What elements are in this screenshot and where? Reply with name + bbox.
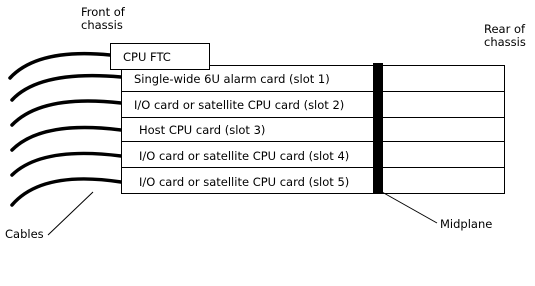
slot-2-label: I/O card or satellite CPU card (slot 2) [134, 98, 344, 112]
front-label-line2: chassis [81, 18, 123, 32]
rear-label-line1: Rear of [484, 22, 526, 36]
rear-label-line2: chassis [484, 35, 526, 49]
slot-3-label: Host CPU card (slot 3) [139, 123, 265, 137]
cables-leader-line [47, 191, 94, 236]
cable-slot-5 [10, 177, 123, 207]
cpu-ftc-box [110, 43, 210, 70]
cables-label: Cables [5, 227, 44, 241]
midplane-bar [373, 63, 383, 194]
cable-slot-3 [10, 125, 123, 152]
cable-slot-1 [10, 73, 123, 102]
slot-5-label: I/O card or satellite CPU card (slot 5) [139, 175, 349, 189]
cpu-ftc-label: CPU FTC [123, 50, 171, 64]
cables [8, 51, 123, 207]
slot-3-card [121, 117, 374, 142]
cable-cpu-ftc [8, 51, 112, 80]
cable-slot-4 [10, 151, 123, 177]
slot-4-label: I/O card or satellite CPU card (slot 4) [139, 149, 349, 163]
front-label-line1: Front of [81, 5, 126, 19]
slot-1-label: Single-wide 6U alarm card (slot 1) [134, 72, 330, 86]
midplane-label: Midplane [440, 217, 492, 231]
cable-slot-2 [10, 99, 123, 127]
slot-rows [121, 65, 505, 194]
slot-4-card [121, 141, 374, 168]
midplane-leader-line [381, 191, 438, 224]
